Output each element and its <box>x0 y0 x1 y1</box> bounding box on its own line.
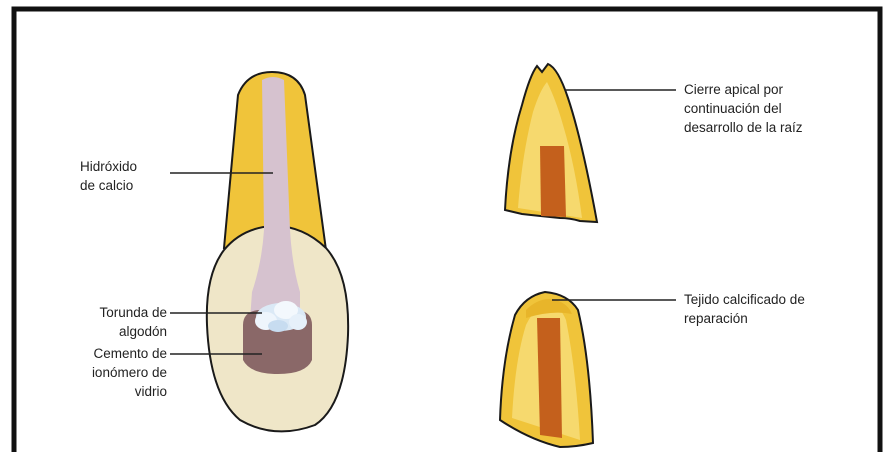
label-line: algodón <box>60 322 167 341</box>
label-line: Torunda de <box>60 303 167 322</box>
label-calcified-tissue: Tejido calcificado de reparación <box>684 290 805 328</box>
calcified-barrier-root <box>500 292 593 447</box>
label-line: Hidróxido <box>80 157 137 176</box>
label-line: Cemento de <box>60 344 167 363</box>
label-cotton-pellet: Torunda de algodón <box>60 303 167 341</box>
label-line: desarrollo de la raíz <box>684 118 803 137</box>
label-line: de calcio <box>80 176 137 195</box>
apical-closure-pulp <box>540 146 566 217</box>
label-calcium-hydroxide: Hidróxido de calcio <box>80 157 137 195</box>
label-apical-closure: Cierre apical por continuación del desar… <box>684 80 803 137</box>
label-line: continuación del <box>684 99 803 118</box>
label-line: ionómero de <box>60 363 167 382</box>
label-line: reparación <box>684 309 805 328</box>
label-line: Cierre apical por <box>684 80 803 99</box>
label-line: vidrio <box>60 382 167 401</box>
label-glass-ionomer: Cemento de ionómero de vidrio <box>60 344 167 401</box>
calcified-barrier-pulp <box>537 318 562 438</box>
label-line: Tejido calcificado de <box>684 290 805 309</box>
